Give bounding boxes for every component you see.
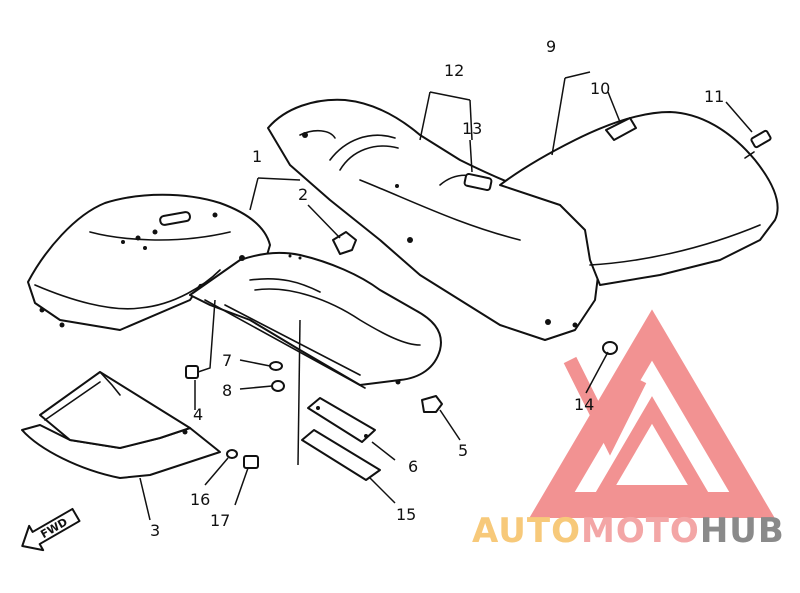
part-11-bolt <box>744 129 772 159</box>
watermark-hub: HUB <box>700 511 785 551</box>
watermark-wordmark: AUTOMOTOHUB <box>472 511 785 551</box>
callout-6: 6 <box>408 457 418 476</box>
callout-5: 5 <box>458 441 468 460</box>
part-16-washer <box>226 449 238 459</box>
part-6-bracket <box>301 397 381 481</box>
callout-labels: 1 2 3 4 5 6 7 8 9 10 11 12 13 14 15 16 1… <box>150 37 724 540</box>
callout-8: 8 <box>222 381 232 400</box>
callout-11: 11 <box>704 87 724 106</box>
callout-16: 16 <box>190 490 210 509</box>
callout-3: 3 <box>150 521 160 540</box>
part-8-nut <box>271 380 285 392</box>
callout-14: 14 <box>574 395 594 414</box>
watermark-moto: MOTO <box>581 511 700 551</box>
part-9-seat <box>499 111 779 286</box>
callout-9: 9 <box>546 37 556 56</box>
part-3-lower-cover <box>21 371 221 479</box>
callout-15: 15 <box>396 505 416 524</box>
logo-m-stroke <box>563 356 647 456</box>
callout-1: 1 <box>252 147 262 166</box>
callout-17: 17 <box>210 511 230 530</box>
svg-text:AUTOMOTOHUB: AUTOMOTOHUB <box>472 511 785 551</box>
callout-4: 4 <box>193 405 203 424</box>
callout-2: 2 <box>298 185 308 204</box>
leader-lines <box>139 71 753 521</box>
fwd-arrow: FWD <box>21 507 81 552</box>
callout-7: 7 <box>222 351 232 370</box>
part-17-screw <box>243 455 259 469</box>
part-4-clip <box>185 365 199 379</box>
callout-13: 13 <box>462 119 482 138</box>
part-14-nut <box>602 341 618 355</box>
callout-10: 10 <box>590 79 610 98</box>
part-side-cover <box>189 251 442 389</box>
callout-12: 12 <box>444 61 464 80</box>
part-5-bolt <box>421 395 443 413</box>
part-12-frame-cover <box>267 98 601 341</box>
part-7-washer <box>269 361 283 371</box>
watermark-auto: AUTO <box>472 511 581 551</box>
watermark-logo <box>529 309 775 518</box>
logo-triangle-inner <box>591 396 713 499</box>
